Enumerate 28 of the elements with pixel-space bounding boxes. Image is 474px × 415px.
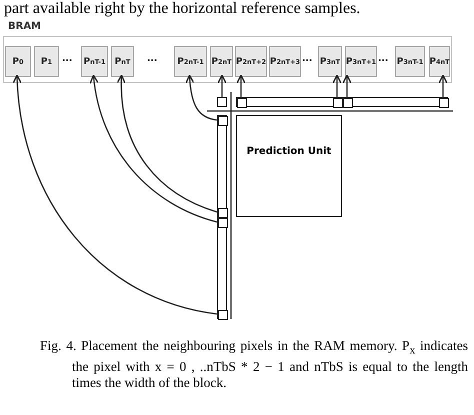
sample-cell [217, 97, 227, 107]
sample-cell [333, 98, 343, 108]
ellipsis: ... [147, 55, 158, 64]
sample-cell [439, 98, 449, 108]
sample-cell [218, 310, 228, 320]
prediction-unit-box: Prediction Unit [236, 115, 342, 217]
ellipsis: ... [302, 55, 312, 64]
ellipsis: ... [62, 55, 72, 64]
sample-cell [343, 98, 353, 108]
figure-caption: Fig. 4. Placement the neighbouring pixels in the RAM memory. P$_{x}$ indicates the pixel with x = 0 , ..nTbS * 2 − 1 and nTbS is equal to the length times the width of the block. [40, 338, 468, 391]
ellipsis: ... [378, 55, 388, 64]
arrow [185, 74, 218, 121]
arrow [438, 74, 448, 97]
sample-bar [217, 115, 227, 319]
arrow [332, 74, 342, 97]
arrow [12, 74, 218, 315]
block-title: BRAM [8, 21, 42, 32]
arrow [342, 74, 352, 97]
sample-cell [218, 116, 228, 126]
sample-cell [237, 98, 247, 108]
text-line: part available right by the horizontal reference samples. [4, 0, 360, 18]
sample-cell [218, 218, 228, 228]
sample-bar [236, 97, 448, 107]
arrow [236, 74, 246, 97]
sample-cell [218, 208, 228, 218]
arrow [116, 74, 218, 213]
arrow [90, 74, 218, 223]
arrow [217, 74, 227, 97]
